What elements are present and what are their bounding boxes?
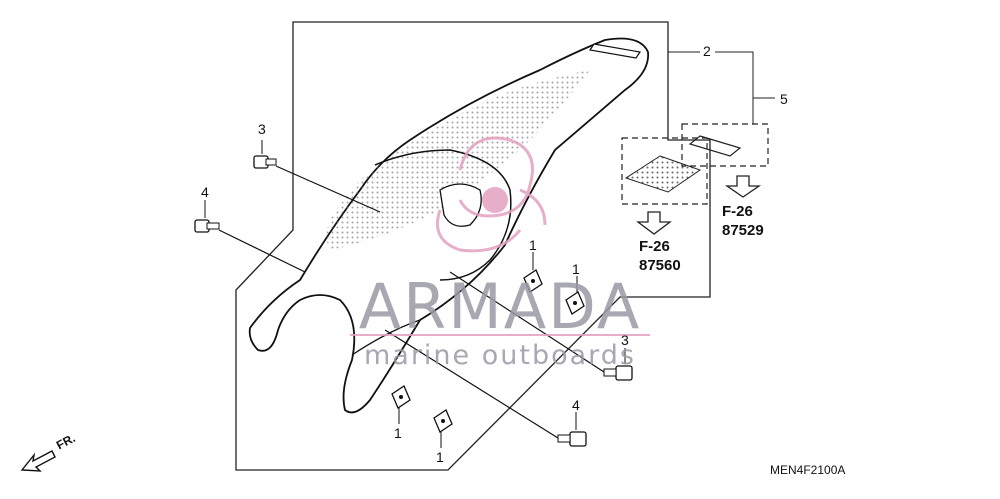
bolt-3-lower-line <box>449 271 605 373</box>
watermark-title: ARMADA <box>358 270 642 343</box>
callout-3-lower: 3 <box>621 332 629 348</box>
watermark-logo-icon <box>436 136 547 253</box>
bolt-4-lower <box>557 431 587 447</box>
callout-4-upper: 4 <box>201 184 209 200</box>
ref-arrow-a <box>636 211 672 235</box>
front-arrow-icon <box>20 450 56 472</box>
bolt-3-lower <box>603 365 633 381</box>
callout-3-upper: 3 <box>258 121 266 137</box>
bolt-3-upper-line <box>275 165 381 213</box>
ref-a-part: 87560 <box>639 257 681 274</box>
fender-inner-edge-2 <box>351 319 421 356</box>
bolt-3-upper <box>253 155 277 169</box>
ref-arrow-b <box>724 175 762 198</box>
label-box <box>681 123 769 167</box>
watermark-subtitle: marine outboards <box>363 340 636 371</box>
clip-nut-1a <box>523 269 543 293</box>
fender-tab <box>588 43 642 59</box>
fender-texture <box>326 70 590 250</box>
leader-5 <box>715 51 775 99</box>
decal-box <box>621 137 708 205</box>
callout-1-c: 1 <box>394 425 402 441</box>
bolt-4-lower-line <box>384 329 559 439</box>
label-strip <box>688 135 742 157</box>
decal-sheet <box>624 155 702 193</box>
bolt-4-upper <box>194 219 220 233</box>
diagram-code: MEN4F2100A <box>770 463 846 477</box>
bolt-4-upper-line <box>218 229 306 273</box>
callout-2: 2 <box>703 43 711 59</box>
ref-a-section: F-26 <box>639 238 670 255</box>
callout-4-lower: 4 <box>572 397 580 413</box>
ref-b-part: 87529 <box>722 222 764 239</box>
clip-nut-1c <box>391 385 411 409</box>
callout-1-b: 1 <box>572 261 580 277</box>
callout-1-d: 1 <box>436 449 444 465</box>
clip-nut-1d <box>433 409 453 433</box>
fender-slot <box>439 183 482 227</box>
ref-b-section: F-26 <box>722 203 753 220</box>
callout-1-a: 1 <box>529 237 537 253</box>
clip-nut-1b <box>565 291 585 315</box>
fender-inner-edge <box>374 149 512 281</box>
callout-5: 5 <box>780 91 788 107</box>
assembly-boundary <box>235 21 711 471</box>
